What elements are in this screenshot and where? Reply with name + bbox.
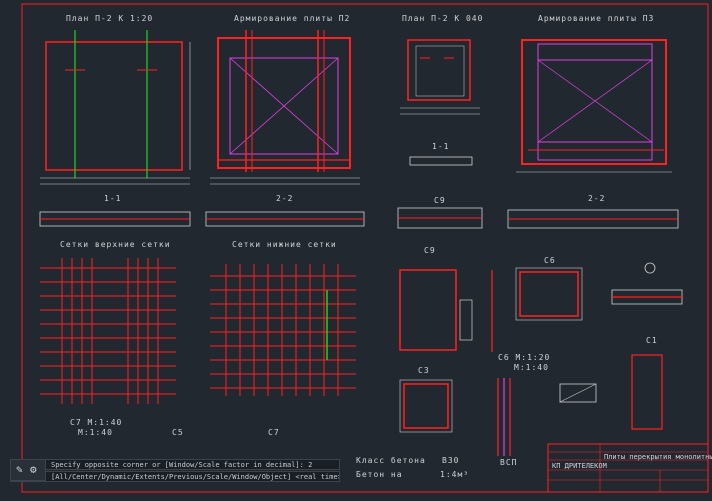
label-c7: С7 [268, 428, 280, 437]
label-armirovanie-p2: Армирование плиты П2 [234, 14, 351, 23]
detail-c6 [515, 267, 583, 321]
setka-verh-grid [40, 258, 176, 404]
title-block-company: КП ДРИТЕЛЕКОМ [552, 462, 607, 470]
label-value-2: 1:4м³ [440, 470, 470, 479]
label-c6-dims: С6 М:1:20 [498, 353, 551, 362]
label-beton-na: Бетон на [356, 470, 403, 479]
label-ctp: ВСП [500, 458, 518, 467]
command-line-toolbar: ✎ ⚙ [10, 459, 46, 481]
armirovanie-p3-view [516, 39, 672, 173]
label-c6-dims2: М:1:40 [514, 363, 549, 372]
drawing-frame [21, 3, 709, 493]
detail-c9 [399, 269, 493, 352]
section-views-row [39, 207, 679, 229]
label-section-2-2-left: 2-2 [276, 194, 294, 203]
label-section-1-1: 1-1 [104, 194, 122, 203]
label-c6: С6 [544, 256, 556, 265]
plan-p2-view [40, 30, 191, 185]
label-armirovanie-p3: Армирование плиты П3 [538, 14, 655, 23]
label-c5: С5 [172, 428, 184, 437]
label-b30: В30 [442, 456, 460, 465]
label-plan-p2-k040: План П-2 К 040 [402, 14, 484, 23]
label-c7-left: С7 М:1:40 [70, 418, 123, 427]
plan-p2-k040-view [400, 39, 480, 166]
label-c9-top: С9 [434, 196, 446, 205]
label-c9-mid: С9 [424, 246, 436, 255]
detail-c3 [399, 379, 453, 433]
label-section-2-2-right: 2-2 [588, 194, 606, 203]
label-plan-p2-1: План П-2 К 1:20 [66, 14, 154, 23]
label-c3: С3 [418, 366, 430, 375]
title-block-title: Плиты перекрытия монолитные [604, 453, 712, 461]
label-setka-niz: Сетки нижние сетки [232, 240, 337, 249]
armirovanie-p2-view [210, 30, 360, 185]
label-c7-left2: М:1:40 [78, 428, 113, 437]
label-klass-betona: Класс бетона [356, 456, 426, 465]
wrench-icon[interactable]: ⚙ [30, 463, 37, 476]
title-block [547, 443, 709, 493]
detail-c1 [611, 262, 683, 430]
detail-c5-bars [497, 378, 597, 456]
pen-tool-icon[interactable]: ✎ [16, 463, 23, 476]
command-input-line[interactable]: [All/Center/Dynamic/Extents/Previous/Sca… [10, 471, 340, 482]
setka-niz-grid [210, 264, 356, 396]
label-c1: С1 [646, 336, 658, 345]
command-history-line-1: Specify opposite corner or [Window/Scale… [10, 459, 340, 470]
label-section-1-1-right: 1-1 [432, 142, 450, 151]
label-setka-verh: Сетки верхние сетки [60, 240, 171, 249]
